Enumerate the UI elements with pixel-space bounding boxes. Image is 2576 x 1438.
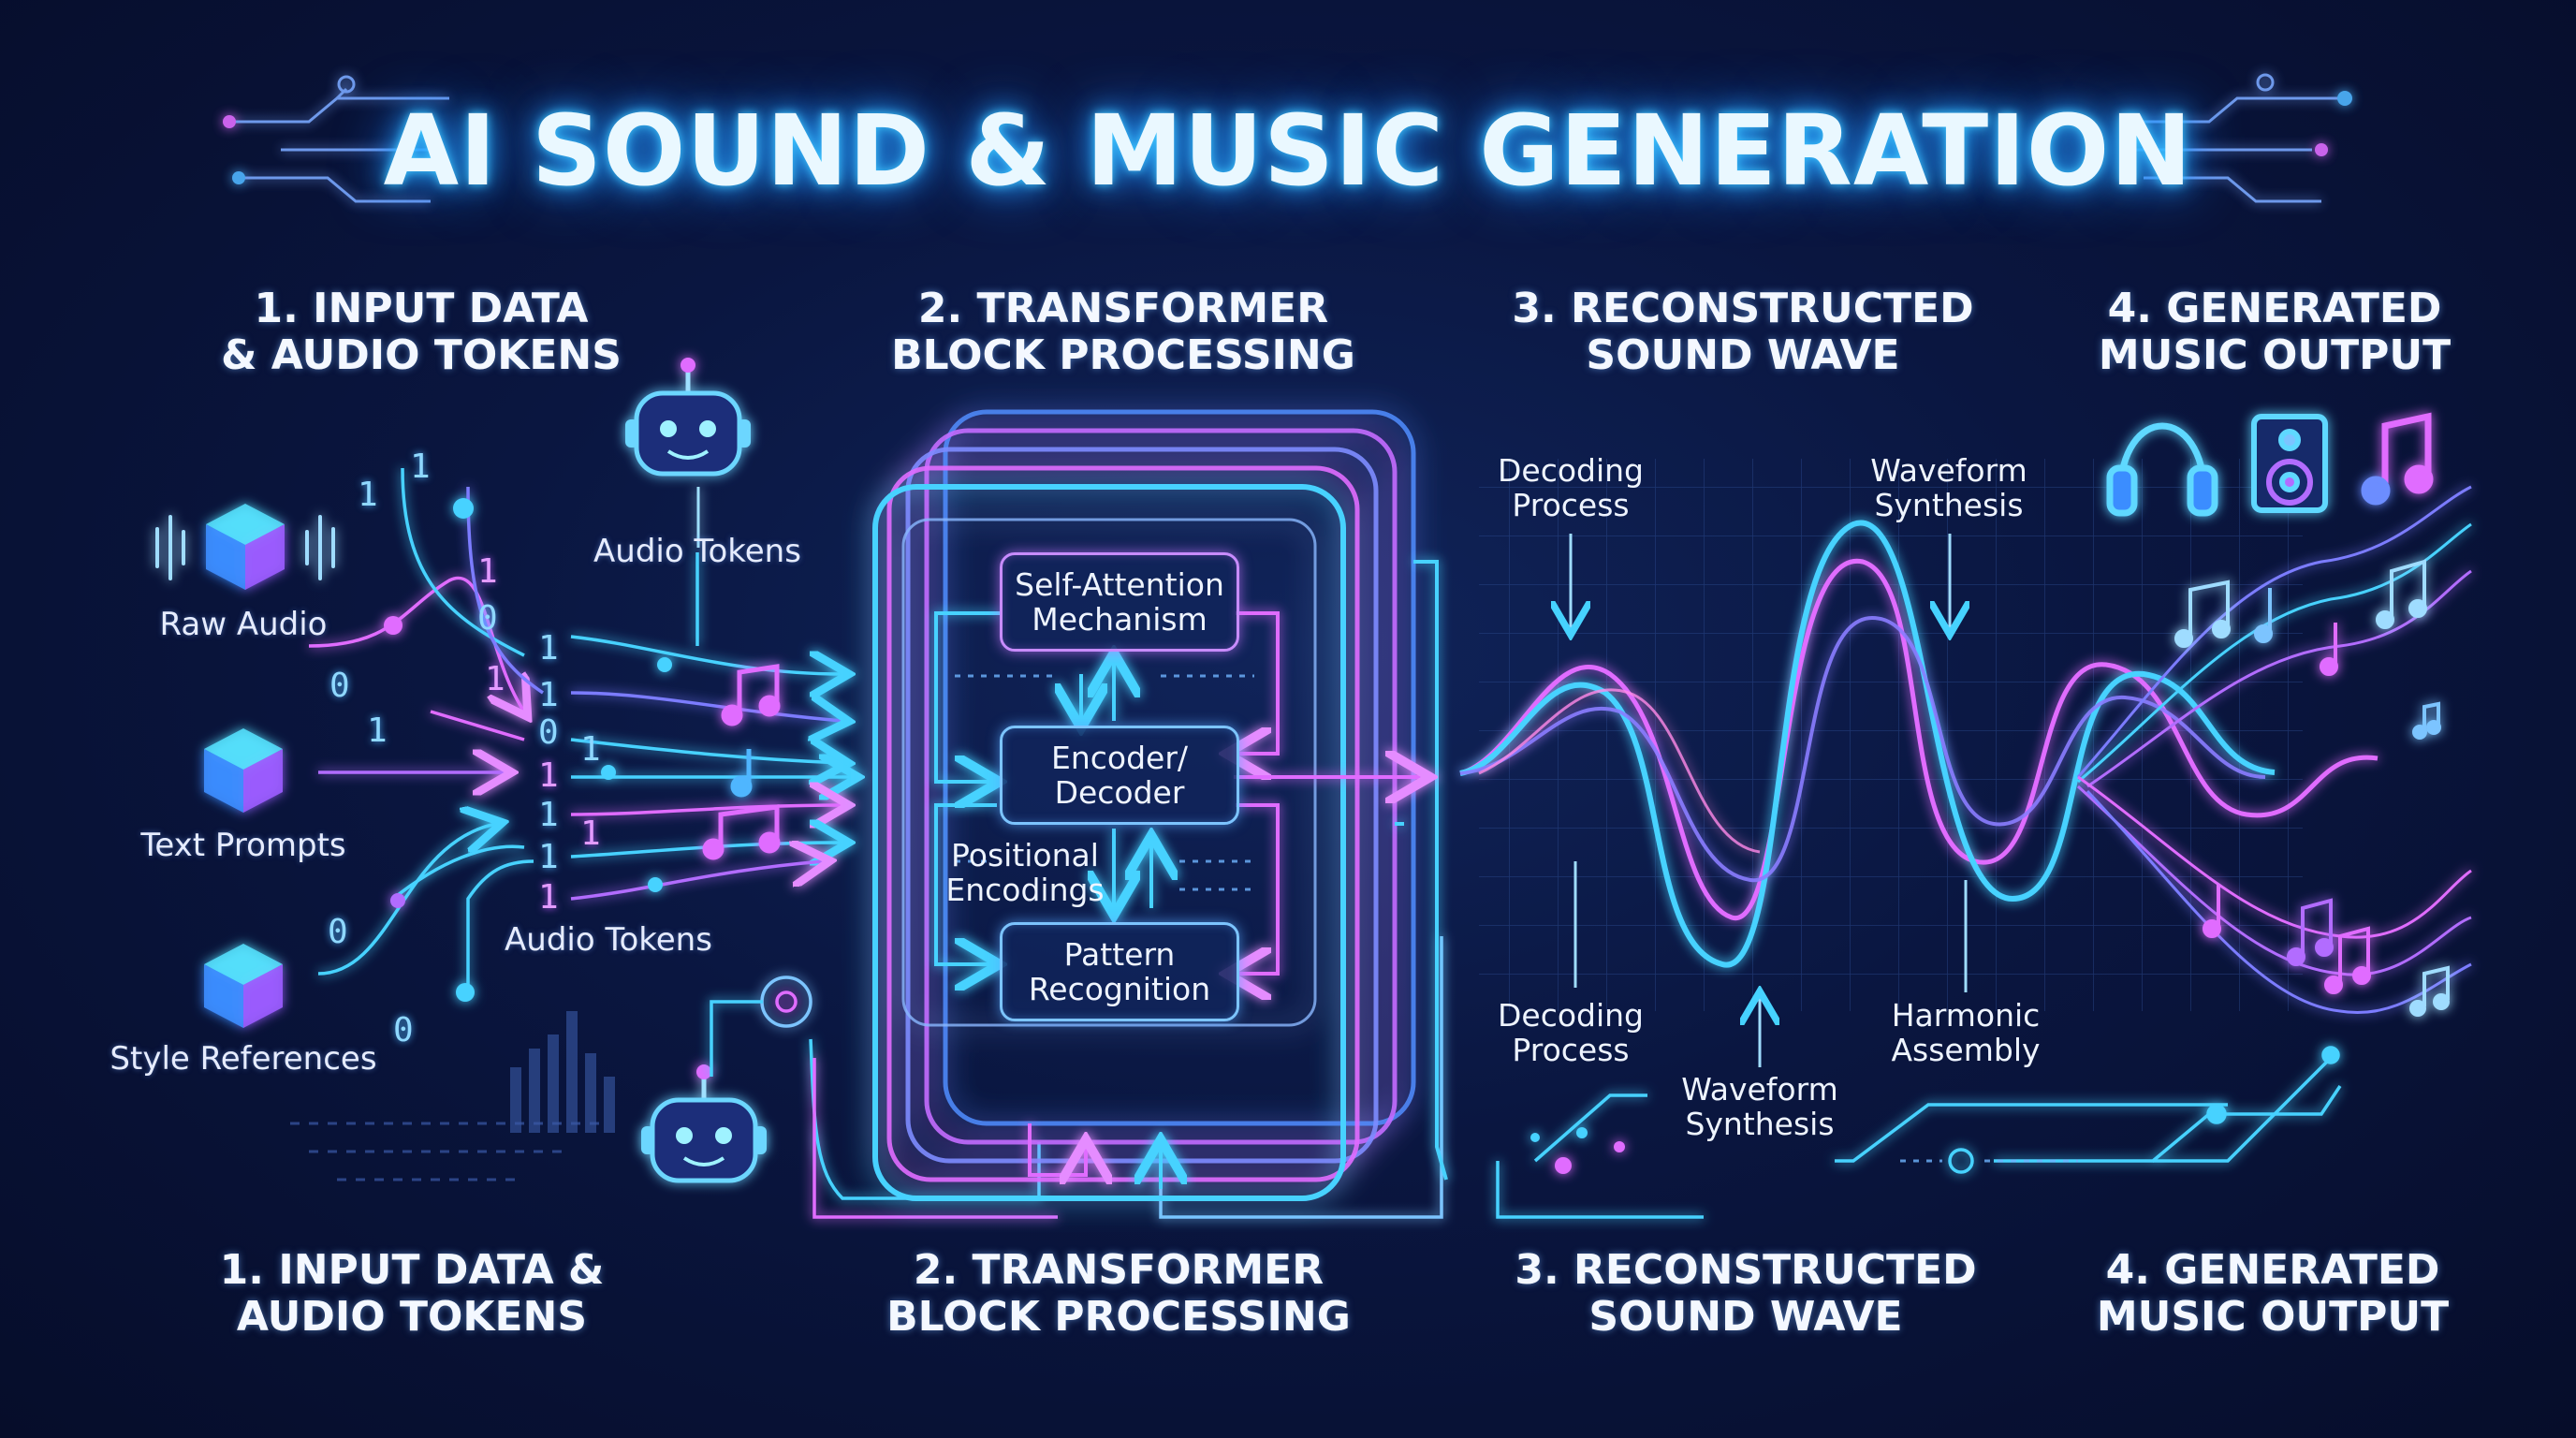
encoder-decoder-line2: Decoder bbox=[1054, 774, 1185, 811]
step-header-3-top-line2: SOUND WAVE bbox=[1586, 331, 1900, 379]
token-bit: 1 bbox=[477, 552, 498, 591]
robot-icon-bottom bbox=[641, 1064, 767, 1183]
step-header-4-top: 4. GENERATED MUSIC OUTPUT bbox=[2031, 286, 2518, 379]
synthesis-bottom-line2: Synthesis bbox=[1685, 1106, 1835, 1142]
cube-icon-style-references bbox=[204, 944, 283, 1028]
title-circuit-left bbox=[223, 75, 449, 203]
token-bit: 1 bbox=[358, 476, 378, 514]
title-circuit-right bbox=[2134, 73, 2352, 203]
step-header-2-bottom-line1: 2. TRANSFORMER bbox=[913, 1246, 1325, 1294]
page-title: AI SOUND & MUSIC GENERATION bbox=[383, 94, 2193, 208]
style-references-label: Style References bbox=[110, 1040, 377, 1078]
token-bit: 1 bbox=[367, 712, 388, 750]
positional-line2: Encodings bbox=[945, 872, 1105, 908]
wave-label-arrows bbox=[1571, 534, 1966, 1067]
token-bit: 1 bbox=[538, 838, 559, 876]
step-header-3-bottom: 3. RECONSTRUCTED SOUND WAVE bbox=[1502, 1247, 1989, 1341]
token-bit: 1 bbox=[538, 796, 559, 834]
harmonic-assembly-label: Harmonic Assembly bbox=[1867, 998, 2064, 1067]
positional-line1: Positional bbox=[951, 837, 1099, 873]
audio-tokens-label-top: Audio Tokens bbox=[593, 533, 801, 570]
step-header-4-bottom-line2: MUSIC OUTPUT bbox=[2096, 1293, 2450, 1341]
cube-icon-text-prompts bbox=[204, 728, 283, 813]
decoding-bottom-line2: Process bbox=[1512, 1032, 1630, 1068]
speaker-icon bbox=[2251, 414, 2328, 513]
step-header-1-top-line1: 1. INPUT DATA bbox=[254, 285, 589, 332]
transformer-internal-arrows bbox=[934, 611, 1423, 974]
pattern-line2: Recognition bbox=[1028, 971, 1211, 1007]
decoding-bottom-line1: Decoding bbox=[1497, 997, 1645, 1034]
token-streams bbox=[570, 552, 852, 901]
transformer-dashes bbox=[955, 674, 1254, 891]
token-bit: 1 bbox=[580, 730, 601, 769]
input-flow-lines bbox=[308, 467, 544, 1002]
token-bit: 1 bbox=[538, 878, 559, 917]
output-circuit bbox=[1530, 1046, 2342, 1174]
dotted-data-lines bbox=[290, 1122, 599, 1181]
step-header-2-bottom-line2: BLOCK PROCESSING bbox=[886, 1293, 1351, 1341]
token-bit: 1 bbox=[538, 629, 559, 668]
decoding-top-line1: Decoding bbox=[1497, 452, 1645, 489]
token-bit: 1 bbox=[485, 660, 505, 698]
step-header-3-bottom-line1: 3. RECONSTRUCTED bbox=[1515, 1246, 1977, 1294]
step-header-4-top-line2: MUSIC OUTPUT bbox=[2098, 331, 2452, 379]
step-header-1-top-line2: & AUDIO TOKENS bbox=[221, 331, 622, 379]
waveform-synthesis-label-bottom: Waveform Synthesis bbox=[1657, 1072, 1863, 1141]
encoder-decoder-box: Encoder/ Decoder bbox=[1000, 726, 1239, 825]
token-bit: 1 bbox=[410, 448, 431, 486]
text-prompts-label: Text Prompts bbox=[140, 827, 346, 864]
music-note-icons-input bbox=[702, 664, 781, 860]
step-header-1-bottom-line2: AUDIO TOKENS bbox=[236, 1293, 588, 1341]
step-header-1-top: 1. INPUT DATA & AUDIO TOKENS bbox=[178, 286, 665, 379]
harmonic-line2: Assembly bbox=[1891, 1032, 2041, 1068]
token-bit: 1 bbox=[538, 756, 559, 795]
transformer-loops bbox=[1028, 560, 1448, 1189]
raw-audio-label: Raw Audio bbox=[159, 606, 328, 643]
synthesis-top-line2: Synthesis bbox=[1874, 487, 2024, 523]
decoding-process-label-top: Decoding Process bbox=[1477, 453, 1664, 522]
step-header-3-bottom-line2: SOUND WAVE bbox=[1588, 1293, 1903, 1341]
step-header-1-bottom-line1: 1. INPUT DATA & bbox=[219, 1246, 605, 1294]
synthesis-top-line1: Waveform bbox=[1870, 452, 2027, 489]
music-note-icon-output bbox=[2361, 412, 2434, 506]
step-header-1-bottom: 1. INPUT DATA & AUDIO TOKENS bbox=[168, 1247, 655, 1341]
token-bit: 1 bbox=[538, 676, 559, 714]
token-bit: 1 bbox=[580, 814, 601, 853]
step-header-4-bottom: 4. GENERATED MUSIC OUTPUT bbox=[2029, 1247, 2516, 1341]
self-attention-line2: Mechanism bbox=[1032, 601, 1208, 638]
step-header-2-top-line1: 2. TRANSFORMER bbox=[917, 285, 1329, 332]
pattern-line1: Pattern bbox=[1063, 936, 1176, 973]
token-bit: 0 bbox=[538, 713, 559, 752]
positional-encodings-label: Positional Encodings bbox=[936, 838, 1114, 907]
sound-waves bbox=[1459, 485, 2472, 1014]
token-bit: 0 bbox=[393, 1011, 414, 1049]
decoding-top-line2: Process bbox=[1512, 487, 1630, 523]
decoding-process-label-bottom: Decoding Process bbox=[1477, 998, 1664, 1067]
music-note-icons-output bbox=[2174, 559, 2450, 1017]
token-bit: 0 bbox=[477, 599, 498, 638]
synthesis-bottom-line1: Waveform bbox=[1681, 1071, 1838, 1108]
equalizer-bars bbox=[510, 1011, 615, 1133]
step-header-3-top: 3. RECONSTRUCTED SOUND WAVE bbox=[1500, 286, 1986, 379]
pattern-recognition-box: Pattern Recognition bbox=[1000, 922, 1239, 1021]
step-header-3-top-line1: 3. RECONSTRUCTED bbox=[1512, 285, 1974, 332]
harmonic-line1: Harmonic bbox=[1891, 997, 2041, 1034]
token-bit: 0 bbox=[329, 667, 350, 705]
step-header-4-bottom-line1: 4. GENERATED bbox=[2105, 1246, 2440, 1294]
encoder-decoder-line1: Encoder/ bbox=[1050, 740, 1189, 776]
step-header-2-top-line2: BLOCK PROCESSING bbox=[891, 331, 1355, 379]
step-header-4-top-line1: 4. GENERATED bbox=[2107, 285, 2442, 332]
robot-icon-top bbox=[625, 358, 751, 548]
audio-tokens-label-mid: Audio Tokens bbox=[505, 921, 712, 959]
step-header-2-bottom: 2. TRANSFORMER BLOCK PROCESSING bbox=[875, 1247, 1362, 1341]
token-bit: 0 bbox=[328, 913, 348, 951]
self-attention-box: Self-Attention Mechanism bbox=[1000, 552, 1239, 652]
headphones-icon bbox=[2106, 422, 2218, 517]
self-attention-line1: Self-Attention bbox=[1015, 566, 1224, 603]
step-header-2-top: 2. TRANSFORMER BLOCK PROCESSING bbox=[880, 286, 1367, 379]
waveform-synthesis-label-top: Waveform Synthesis bbox=[1846, 453, 2052, 522]
cube-icon-raw-audio bbox=[155, 504, 335, 590]
